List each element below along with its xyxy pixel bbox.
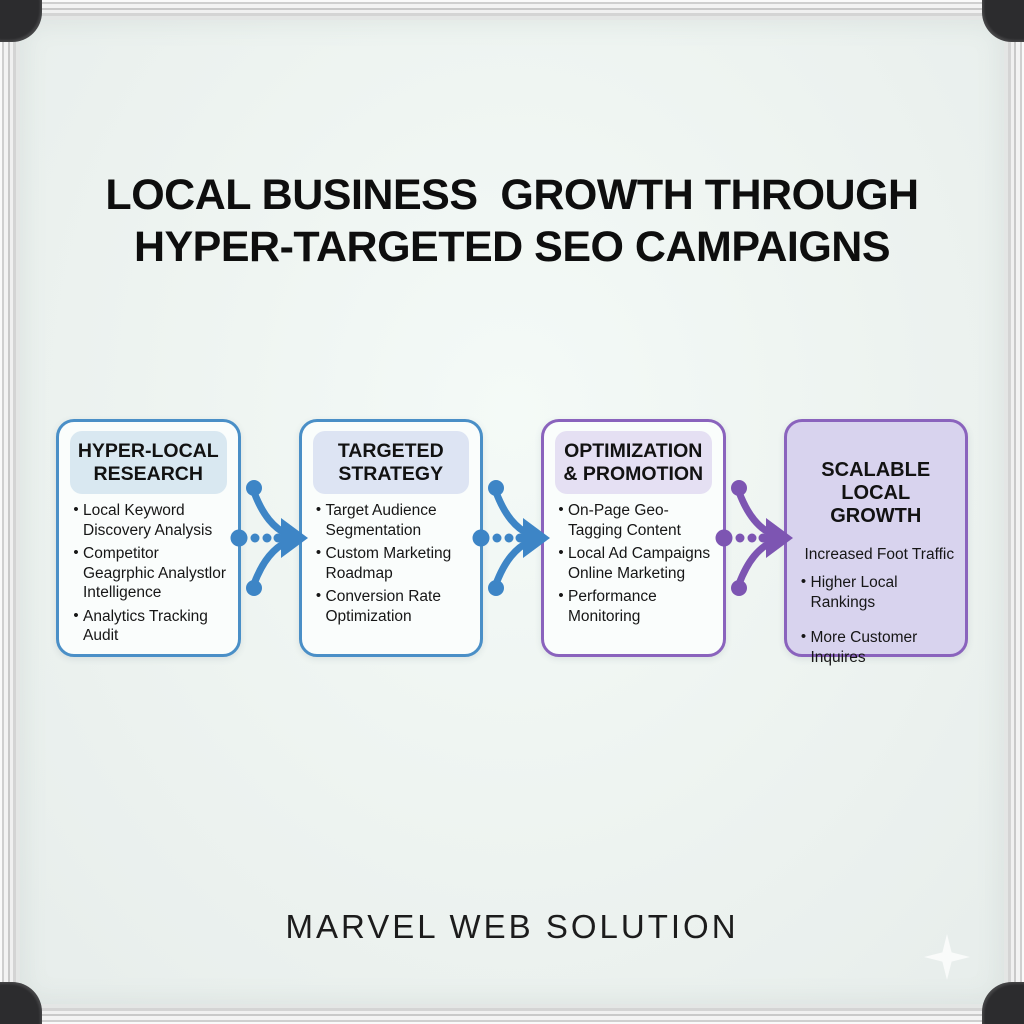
blue-converge-arrow	[472, 478, 550, 598]
flow-step-list: • Target Audience Segmentation • Custom …	[302, 501, 481, 626]
bullet-dot-icon: •	[558, 587, 564, 605]
flow-step-box-3: OPTIMIZATION & PROMOTION • On-Page Geo-T…	[541, 419, 726, 657]
flow-step-box-2: TARGETED STRATEGY • Target Audience Segm…	[298, 419, 483, 657]
flow-step-list: • Local Keyword Discovery Analysis • Com…	[59, 501, 238, 646]
flow-step-title: OPTIMIZATION & PROMOTION	[555, 431, 712, 495]
bullet-dot-icon: •	[73, 501, 79, 519]
list-item: • Performance Monitoring	[554, 587, 717, 626]
bullet-dot-icon: •	[800, 573, 807, 591]
list-item: • On-Page Geo-Tagging Content	[554, 501, 717, 540]
list-item: • Analytics Tracking Audit	[69, 607, 232, 646]
list-item-text: Local Keyword Discovery Analysis	[83, 502, 213, 539]
list-item: • Higher Local Rankings	[797, 573, 960, 612]
list-item-text: Increased Foot Traffic	[804, 545, 955, 563]
list-item-text: Competitor Geagrphic Analystlor Intellig…	[83, 545, 227, 602]
flow-step-title: TARGETED STRATEGY	[312, 431, 469, 495]
list-item-text: Performance Monitoring	[568, 588, 657, 625]
list-item-text: Conversion Rate Optimization	[325, 588, 441, 625]
bullet-dot-icon: •	[558, 501, 564, 519]
flow-step-box-1: HYPER-LOCAL RESEARCH • Local Keyword Dis…	[56, 419, 241, 657]
bullet-dot-icon: •	[73, 606, 79, 624]
list-item-text: Higher Local Rankings	[810, 574, 898, 611]
list-item: • Conversion Rate Optimization	[312, 587, 475, 626]
list-item: • Target Audience Segmentation	[312, 501, 475, 540]
flow-step-title: HYPER-LOCAL RESEARCH	[70, 431, 227, 495]
list-item-text: Analytics Tracking Audit	[83, 607, 208, 645]
converging-arrow-icon	[715, 480, 793, 596]
list-item: • More Customer Inquires	[797, 628, 960, 667]
whiteboard-surface: LOCAL BUSINESS GROWTH THROUGH HYPER-TARG…	[20, 20, 1004, 1004]
list-item-text: Local Ad Campaigns Online Marketing	[568, 545, 711, 582]
bullet-dot-icon: •	[315, 501, 322, 519]
list-item-text: More Customer Inquires	[810, 629, 918, 666]
list-item: • Local Ad Campaigns Online Marketing	[554, 544, 717, 583]
list-item-text: Target Audience Segmentation	[325, 502, 437, 539]
process-flow: HYPER-LOCAL RESEARCH • Local Keyword Dis…	[56, 419, 968, 666]
list-item: • Local Keyword Discovery Analysis	[69, 501, 232, 540]
bullet-dot-icon: •	[800, 628, 807, 646]
list-item-text: Custom Marketing Roadmap	[325, 545, 452, 582]
list-item: • Custom Marketing Roadmap	[312, 544, 475, 583]
flow-step-box-4: SCALABLE LOCAL GROWTH • Increased Foot T…	[783, 419, 968, 666]
blue-converge-arrow	[230, 478, 308, 598]
converging-arrow-icon	[472, 480, 550, 596]
purple-converge-arrow	[715, 478, 793, 598]
bullet-dot-icon: •	[73, 544, 79, 562]
flow-step-list: • Increased Foot Traffic • Higher Local …	[787, 545, 966, 668]
bullet-dot-icon: •	[315, 587, 322, 605]
brand-name: MARVEL WEB SOLUTION	[285, 908, 739, 945]
title-line-2: HYPER-TARGETED SEO CAMPAIGNS	[133, 222, 891, 271]
bullet-dot-icon: •	[315, 544, 322, 562]
flow-step-title: SCALABLE LOCAL GROWTH	[821, 459, 931, 528]
list-item: • Increased Foot Traffic	[797, 545, 960, 565]
diagram-title: LOCAL BUSINESS GROWTH THROUGH HYPER-TARG…	[20, 170, 1004, 273]
bullet-dot-icon: •	[558, 544, 564, 562]
title-line-1: LOCAL BUSINESS GROWTH THROUGH	[105, 171, 919, 219]
list-item-text: On-Page Geo-Tagging Content	[568, 502, 681, 539]
converging-arrow-icon	[230, 480, 308, 596]
list-item: • Competitor Geagrphic Analystlor Intell…	[69, 544, 232, 603]
flow-step-list: • On-Page Geo-Tagging Content • Local Ad…	[544, 501, 723, 626]
